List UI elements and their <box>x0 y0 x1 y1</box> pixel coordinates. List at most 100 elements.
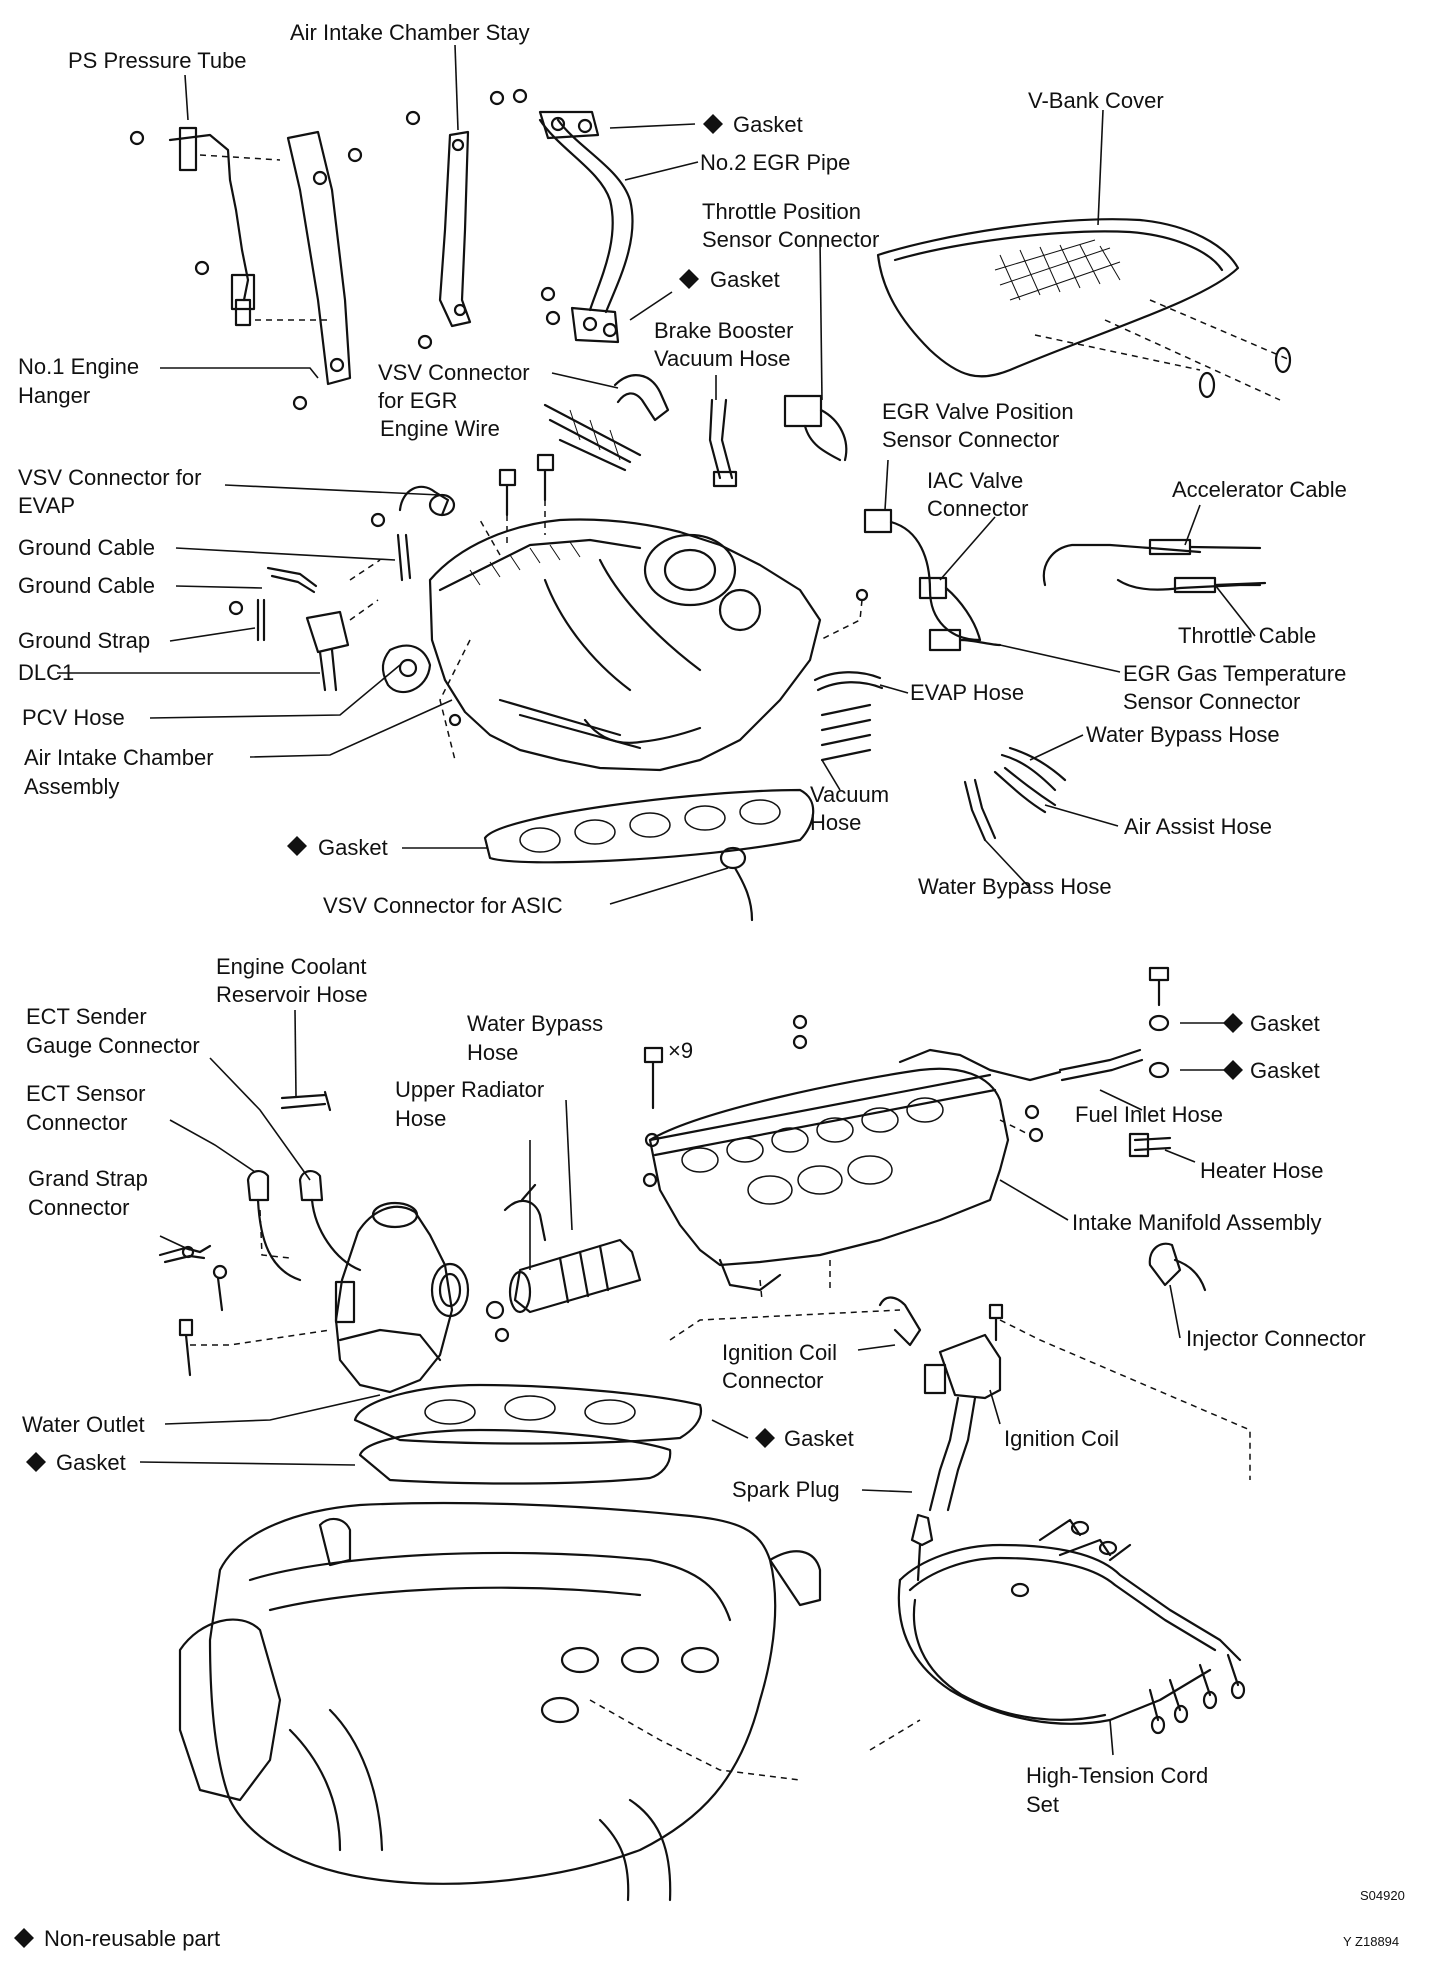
high-tension-cord-set-part <box>897 1518 1246 1735</box>
label-ground-strap: Ground Strap <box>18 628 150 653</box>
sheet-code: Y Z18894 <box>1343 1934 1399 1949</box>
label-v-bank-cover: V-Bank Cover <box>1028 88 1164 113</box>
label-engine-wire: Engine Wire <box>380 416 500 441</box>
label-pcv-hose: PCV Hose <box>22 705 125 730</box>
label-air-intake-chamber-stay: Air Intake Chamber Stay <box>290 20 530 45</box>
chamber-gasket-part <box>483 788 815 864</box>
label-intake-manifold-assembly: Intake Manifold Assembly <box>1072 1210 1321 1235</box>
ect-connectors-parts <box>246 1170 362 1282</box>
legend: Non-reusable part <box>44 1926 220 1951</box>
ground-cable-parts <box>228 533 412 692</box>
chamber-bolts <box>370 453 555 545</box>
vsv-egr-connector-part <box>543 374 670 472</box>
label-air-assist-hose: Air Assist Hose <box>1124 814 1272 839</box>
vsv-asic-connector-part <box>719 846 754 922</box>
label-no1-engine-hanger-2: Hanger <box>18 383 90 408</box>
air-intake-chamber-assembly-part <box>381 518 822 772</box>
label-gasket-7: Gasket <box>56 1450 126 1475</box>
label-ect-sensor-2: Connector <box>26 1110 128 1135</box>
label-ps-pressure-tube: PS Pressure Tube <box>68 48 247 73</box>
diamond-icon <box>1223 1060 1243 1080</box>
non-reusable-markers <box>14 114 1243 1948</box>
ignition-coil-parts <box>669 1296 1251 1582</box>
label-high-tension-cord-2: Set <box>1026 1792 1059 1817</box>
diamond-icon <box>26 1452 46 1472</box>
label-vsv-evap-1: VSV Connector for <box>18 465 201 490</box>
label-ignition-coil: Ignition Coil <box>1004 1426 1119 1451</box>
label-gasket-2: Gasket <box>710 267 780 292</box>
grand-strap-connector-part <box>158 1244 212 1264</box>
label-coolant-reservoir-1: Engine Coolant <box>216 954 366 979</box>
ps-pressure-tube-part <box>129 126 281 327</box>
label-throttle-cable: Throttle Cable <box>1178 623 1316 648</box>
bypass-air-assist-hoses-parts <box>963 746 1067 842</box>
evap-vacuum-hoses-parts <box>813 671 884 762</box>
v-bank-cover-part <box>876 218 1292 401</box>
water-outlet-gaskets <box>353 1383 703 1485</box>
label-egr-gas-temp-1: EGR Gas Temperature <box>1123 661 1346 686</box>
legend-non-reusable-part: Non-reusable part <box>44 1926 220 1951</box>
heater-injector-parts <box>1128 1132 1207 1292</box>
egr-iac-connector-parts <box>819 508 1002 652</box>
diamond-icon <box>1223 1013 1243 1033</box>
label-evap-hose: EVAP Hose <box>910 680 1024 705</box>
label-ground-cable-2: Ground Cable <box>18 573 155 598</box>
label-fuel-inlet-hose: Fuel Inlet Hose <box>1075 1102 1223 1127</box>
callout-labels: PS Pressure Tube Air Intake Chamber Stay… <box>18 20 1366 1817</box>
label-heater-hose: Heater Hose <box>1200 1158 1324 1183</box>
label-egr-valve-position-1: EGR Valve Position <box>882 399 1074 424</box>
label-spark-plug: Spark Plug <box>732 1477 840 1502</box>
label-grand-strap-1: Grand Strap <box>28 1166 148 1191</box>
water-outlet-part <box>178 1201 510 1394</box>
label-gasket-3: Gasket <box>318 835 388 860</box>
coolant-reservoir-hose-part <box>280 1090 332 1112</box>
engine-block-part <box>178 1501 921 1902</box>
accelerator-throttle-cable-parts <box>1042 538 1267 594</box>
vsv-evap-connector-part <box>398 485 456 517</box>
label-water-outlet: Water Outlet <box>22 1412 145 1437</box>
label-accelerator-cable: Accelerator Cable <box>1172 477 1347 502</box>
label-water-bypass-3-2: Hose <box>467 1040 518 1065</box>
label-no1-engine-hanger-1: No.1 Engine <box>18 354 139 379</box>
diamond-icon <box>287 836 307 856</box>
diamond-icon <box>703 114 723 134</box>
label-iac-valve-1: IAC Valve <box>927 468 1023 493</box>
leader-lines <box>57 44 1256 1756</box>
throttle-position-sensor-connector-part <box>783 239 848 462</box>
diamond-icon <box>755 1428 775 1448</box>
label-water-bypass-hose-1: Water Bypass Hose <box>1086 722 1280 747</box>
intake-manifold-assembly-part <box>642 1048 1144 1301</box>
upper-radiator-hose-part <box>503 1183 642 1314</box>
label-throttle-position-2: Sensor Connector <box>702 227 879 252</box>
label-throttle-position-1: Throttle Position <box>702 199 861 224</box>
no1-engine-hanger-part <box>255 130 363 411</box>
label-ignition-coil-connector-1: Ignition Coil <box>722 1340 837 1365</box>
label-gasket-4: Gasket <box>1250 1011 1320 1036</box>
label-egr-valve-position-2: Sensor Connector <box>882 427 1059 452</box>
label-bolt-count: ×9 <box>668 1038 693 1063</box>
label-egr-gas-temp-2: Sensor Connector <box>1123 689 1300 714</box>
label-brake-booster-2: Vacuum Hose <box>654 346 791 371</box>
figure-code: S04920 <box>1360 1888 1405 1903</box>
figure-codes: S04920 Y Z18894 <box>1343 1888 1405 1949</box>
label-grand-strap-2: Connector <box>28 1195 130 1220</box>
label-vsv-asic: VSV Connector for ASIC <box>323 893 563 918</box>
diamond-icon <box>679 269 699 289</box>
label-vsv-evap-2: EVAP <box>18 493 75 518</box>
label-no2-egr-pipe: No.2 EGR Pipe <box>700 150 850 175</box>
label-water-bypass-hose-2: Water Bypass Hose <box>918 874 1112 899</box>
label-vsv-egr-1: VSV Connector <box>378 360 530 385</box>
label-ect-sensor-1: ECT Sensor <box>26 1081 145 1106</box>
no2-egr-pipe-part <box>489 88 634 344</box>
label-ground-cable-1: Ground Cable <box>18 535 155 560</box>
label-dlc1: DLC1 <box>18 660 74 685</box>
label-air-intake-chamber-assembly-1: Air Intake Chamber <box>24 745 214 770</box>
label-high-tension-cord-1: High-Tension Cord <box>1026 1763 1208 1788</box>
label-ect-sender-1: ECT Sender <box>26 1004 147 1029</box>
diamond-icon <box>14 1928 34 1948</box>
air-intake-chamber-stay-part <box>405 110 472 350</box>
label-gasket-6: Gasket <box>784 1426 854 1451</box>
manifold-bolts-gaskets <box>643 966 1170 1143</box>
